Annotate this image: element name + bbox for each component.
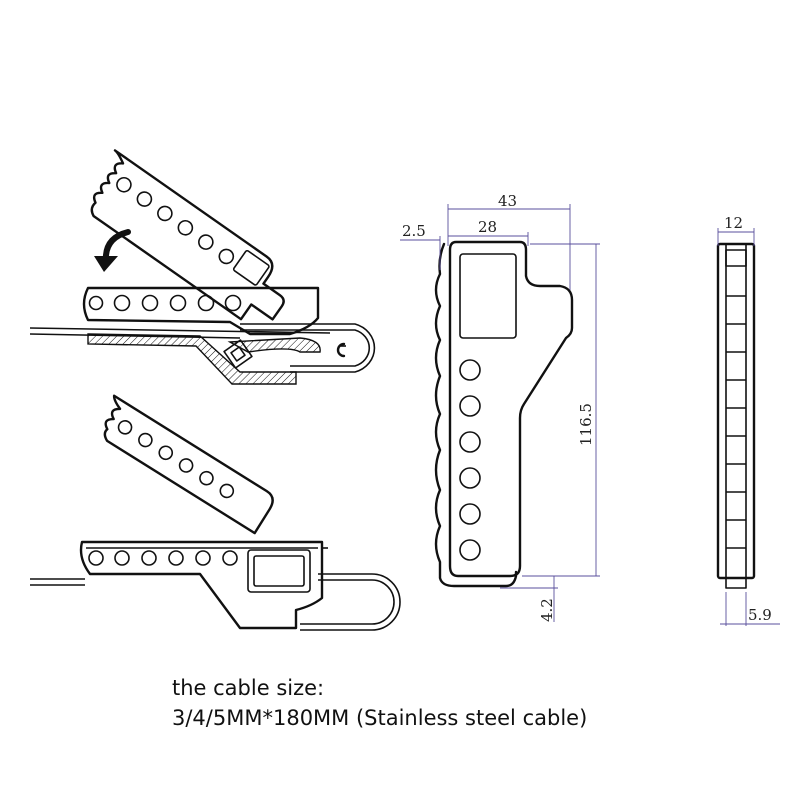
cable-loop-open: [240, 323, 376, 373]
pin-block: [223, 339, 253, 369]
base-holes-open: [88, 294, 242, 312]
front-body: [448, 240, 574, 578]
side-view: 12 5.9: [716, 214, 780, 626]
front-holes: [459, 359, 481, 561]
label-window-closed: [247, 549, 311, 593]
clip-c-open: [336, 342, 346, 358]
section-hatch-right: [227, 337, 321, 353]
side-outer: [716, 242, 756, 580]
cable-left-open: [29, 327, 331, 334]
side-inner: [725, 243, 747, 589]
base-body-open: [82, 286, 320, 336]
closed-view: [30, 394, 401, 631]
dim-4-2: 4.2: [538, 598, 556, 622]
dim-12: 12: [724, 214, 743, 232]
base-holes-closed: [88, 550, 238, 566]
caption-line-2: 3/4/5MM*180MM (Stainless steel cable): [172, 706, 588, 730]
side-segments: [726, 295, 746, 549]
section-hatch-top: [87, 333, 297, 385]
dim-43: 43: [498, 192, 517, 210]
open-view: [29, 149, 376, 385]
front-back-plate: [434, 242, 518, 588]
handle-rotated: [90, 149, 285, 321]
curved-arrow-icon: [94, 229, 131, 272]
dim-2-5: 2.5: [402, 222, 426, 240]
front-label-window: [459, 253, 517, 339]
dim-28: 28: [478, 218, 497, 236]
handle-closed-raised: [103, 394, 274, 535]
caption-line-1: the cable size:: [172, 676, 325, 700]
cable-loop-closed: [300, 573, 401, 631]
front-view: 43 28 2.5 116.5 4.2: [400, 192, 600, 622]
dim-116-5: 116.5: [577, 403, 595, 446]
dim-5-9: 5.9: [748, 606, 772, 624]
base-body-closed: [79, 540, 324, 630]
